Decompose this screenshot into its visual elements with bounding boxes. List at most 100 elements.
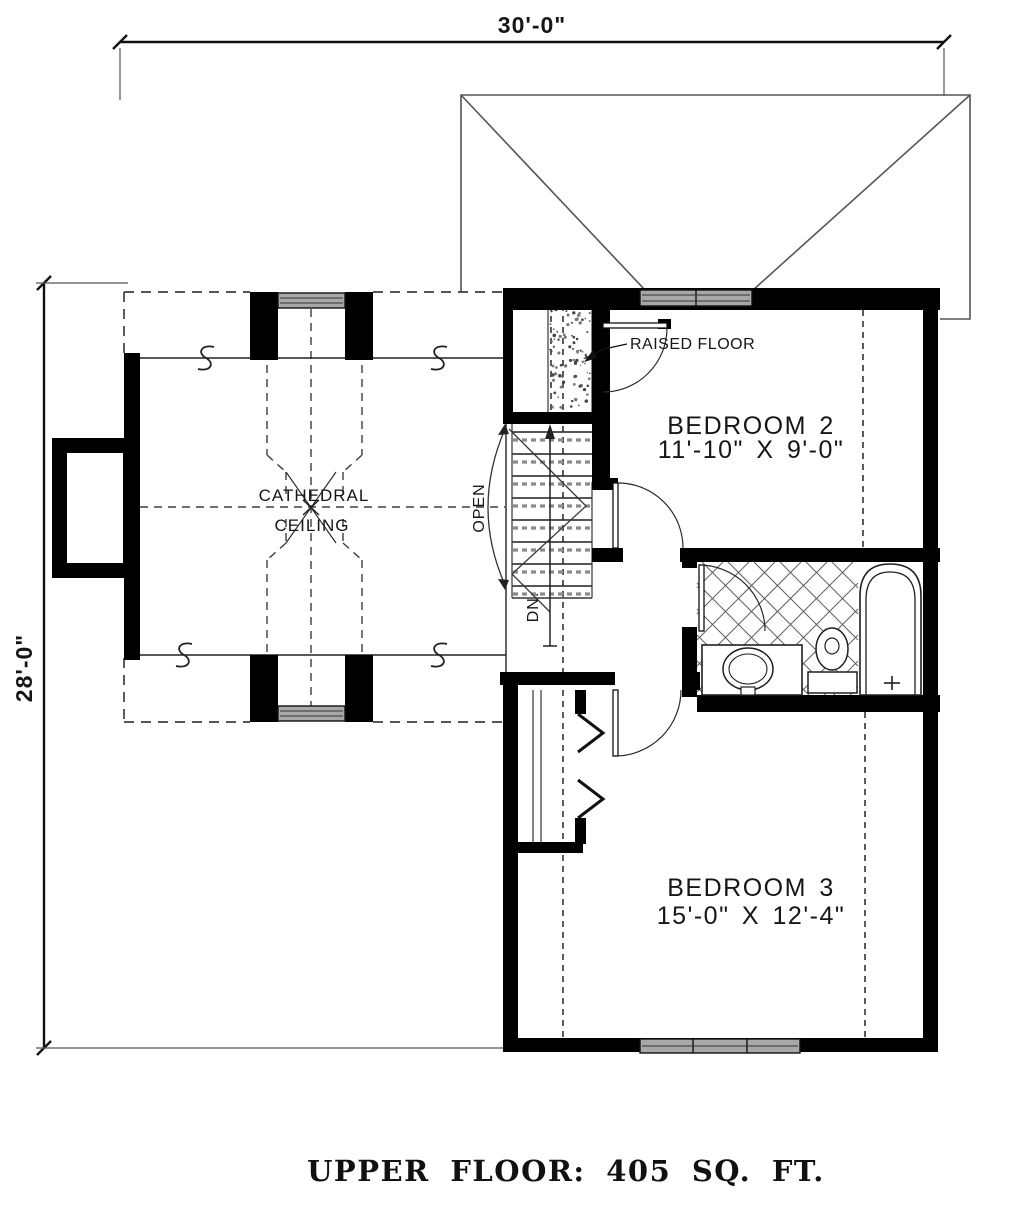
door-bathroom (698, 564, 766, 632)
stipple-dot (568, 358, 573, 362)
window-top-double (639, 289, 753, 307)
wall-bathroom-south (697, 695, 940, 712)
room-size-bedroom2: 11'-10" X 9'-0" (658, 436, 845, 464)
dimension-top: 30'-0" (112, 12, 952, 100)
stipple-dot (561, 376, 564, 378)
wall-landing-bottom (503, 412, 610, 424)
stair-break-line (508, 428, 587, 613)
stipple-dot (549, 348, 551, 351)
stipple-dot (555, 373, 558, 376)
vanity-sink-fixture (701, 644, 803, 696)
stipple-dot (566, 322, 570, 327)
stipple-dot (589, 372, 591, 375)
toilet-fixture (807, 627, 858, 694)
stipple-dot (586, 393, 589, 396)
stipple-dot (559, 385, 563, 389)
stipple-dot (556, 330, 559, 333)
cathedral-ceiling-label-1: CATHEDRAL (259, 486, 370, 505)
knee-wall-lines (550, 305, 866, 1038)
door-landing (602, 322, 668, 393)
stair-treads (512, 431, 592, 596)
hatch-line (696, 561, 750, 615)
open-annotation-arc (487, 428, 506, 586)
wall-door-jamb (592, 478, 618, 490)
stipple-dot (569, 405, 573, 408)
stipple-dot (572, 341, 576, 345)
stipple-dot (559, 363, 563, 367)
hatch-line (805, 561, 859, 615)
stipple-dot (572, 311, 576, 315)
stipple-dot (553, 391, 557, 395)
stipple-dot (584, 353, 587, 357)
dim-tick (112, 34, 128, 50)
dormer-pier (250, 655, 278, 722)
stipple-dot (586, 371, 589, 374)
dormer-pier (250, 292, 278, 360)
stipple-dot (587, 377, 591, 381)
window-bottom-triple (639, 1038, 801, 1054)
closet-bifold-doors (577, 712, 606, 820)
stipple-dot (553, 338, 556, 341)
raised-floor-label: RAISED FLOOR (630, 336, 755, 353)
stipple-dot (559, 406, 563, 409)
stipple-dot (563, 364, 568, 368)
hatch-line (696, 561, 776, 641)
stipple-dot (574, 360, 578, 364)
room-label-bedroom2: BEDROOM 2 (667, 412, 835, 440)
hatch-line (831, 561, 859, 589)
dimension-left: 28'-0" (11, 275, 503, 1056)
wall-hall-south (592, 548, 623, 562)
break-symbol-s (197, 345, 215, 371)
wall-bathroom-north (680, 548, 940, 562)
stipple-dot (586, 330, 589, 334)
door-swing-arc (602, 327, 668, 393)
stipple-dot (588, 311, 591, 315)
stipple-dot (562, 333, 566, 337)
lower-floor-outline (123, 291, 505, 723)
bathtub-fixture (859, 563, 922, 696)
stipple-dot (578, 315, 581, 317)
stipple-dot (558, 374, 562, 378)
stipple-dot (566, 313, 570, 317)
door-leaf (612, 689, 619, 757)
window-cathedral-top (277, 292, 346, 309)
stipple-dot (551, 405, 554, 408)
doors (577, 322, 766, 820)
door-swing-arc (614, 689, 682, 757)
stipple-dot (557, 351, 561, 355)
cathedral-ceiling-label-2: CEILING (274, 516, 349, 535)
bifold-door-panel (577, 712, 606, 754)
stipple-dot (582, 387, 587, 392)
stipple-dot (550, 310, 553, 313)
down-label: DN. (525, 592, 542, 623)
stipple-dot (549, 323, 552, 326)
stipple-dot (570, 321, 574, 325)
window-cathedral-bottom (277, 705, 346, 722)
dormer-pier (345, 655, 373, 722)
stipple-dot (571, 399, 574, 403)
door-leaf (698, 564, 705, 632)
thin-lines (124, 291, 768, 842)
ceiling-peak-mark (302, 499, 320, 516)
open-label: OPEN (471, 483, 488, 532)
stipple-dot (584, 399, 589, 403)
room-label-bedroom3: BEDROOM 3 (667, 874, 835, 902)
stipple-dot (555, 366, 558, 369)
hatch-line (779, 561, 859, 641)
stipple-dot (572, 383, 576, 386)
stipple-dot (584, 317, 587, 320)
stair-direction-arrow (545, 424, 555, 439)
stipple-dot (551, 373, 555, 377)
stipple-dot (558, 334, 562, 339)
stipple-dot (568, 345, 572, 349)
stipple-dot (572, 335, 576, 339)
stipple-dot (563, 335, 567, 339)
bifold-door-panel (577, 778, 606, 820)
break-symbols (175, 345, 448, 668)
annotations: BEDROOM 2 11'-10" X 9'-0" BEDROOM 3 15'-… (259, 336, 845, 1188)
stipple-dot (579, 364, 582, 367)
door-bedroom2 (612, 482, 684, 549)
stipple-dot (553, 328, 555, 330)
door-leaf (612, 482, 619, 549)
